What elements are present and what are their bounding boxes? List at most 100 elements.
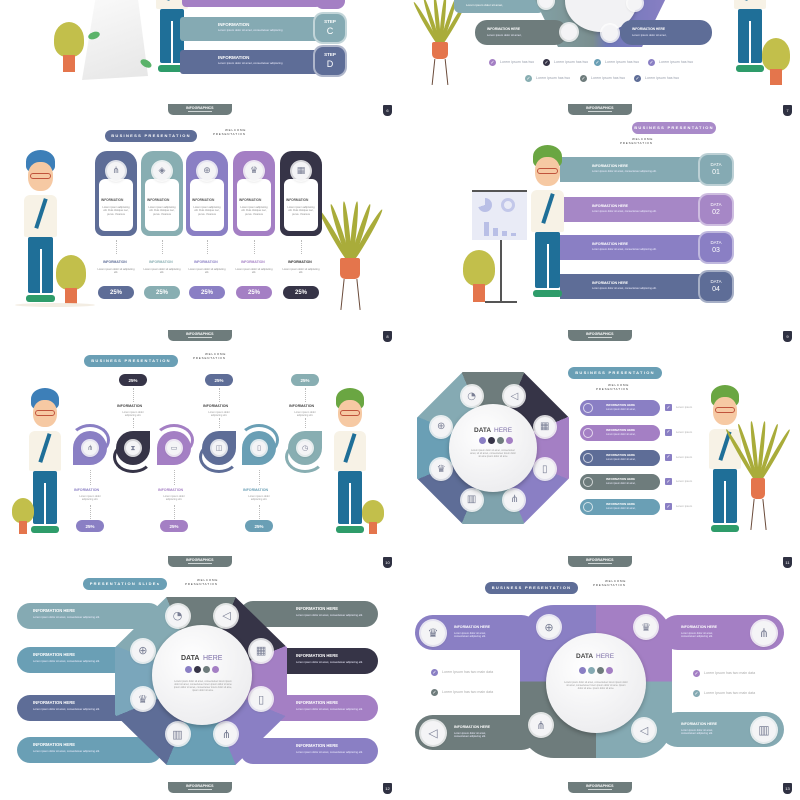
info-card-text: Lorem ipsum adipiscing elit. Duis tristi… bbox=[193, 206, 221, 216]
footer-tab-title: INFOGRAPHICS bbox=[186, 783, 214, 788]
check-label: Lorem ipsum has two bbox=[659, 59, 694, 64]
donut-chart-graphic bbox=[501, 198, 515, 212]
header-pill-label: BUSINESS PRESENTATION bbox=[575, 370, 655, 375]
legend-dot bbox=[606, 667, 613, 674]
plant-stand-leg bbox=[356, 278, 361, 310]
legend-dot bbox=[588, 667, 595, 674]
character-illustration bbox=[25, 388, 64, 536]
header-pill: BUSINESS PRESENTATION bbox=[632, 122, 716, 134]
check-label: Lorem ipsum has two bbox=[536, 75, 571, 80]
checkbox[interactable]: ✓ bbox=[665, 428, 672, 436]
globe-icon: ⊕ bbox=[431, 416, 452, 437]
step-arc bbox=[113, 441, 153, 473]
info-card-title: INFORMATION bbox=[147, 198, 170, 202]
step-text: Lorem ipsum dolor adipiscing elit. bbox=[294, 411, 316, 418]
calendar-icon: ▦ bbox=[534, 416, 555, 437]
bar-chart-icon: ▥ bbox=[166, 723, 189, 746]
connector-line bbox=[174, 505, 175, 519]
check-label: Lorem ipsum has two bbox=[554, 59, 589, 64]
info-label: INFORMATION bbox=[288, 260, 312, 264]
step-badge-b bbox=[315, 0, 345, 9]
legend-dot bbox=[506, 437, 513, 444]
info-bar-label: INFORMATION HERE bbox=[454, 725, 491, 729]
potted-plant-illustration bbox=[316, 195, 384, 310]
checkbox[interactable]: ✓ bbox=[665, 478, 672, 486]
info-bar-label: INFORMATION HERE bbox=[681, 625, 718, 629]
check-icon: ✓ bbox=[648, 59, 655, 66]
percent-pill: 25% bbox=[236, 286, 272, 299]
checkbox-label: Lorem ipsum bbox=[676, 405, 693, 409]
cactus-pot bbox=[65, 287, 77, 305]
step-text: Lorem ipsum dolor adipiscing elit. bbox=[122, 411, 144, 418]
bar-graphic bbox=[484, 222, 489, 236]
info-card-text: Lorem ipsum adipiscing elit. Duis tristi… bbox=[240, 206, 268, 216]
glasses bbox=[339, 409, 360, 416]
check-label: Lorem Ipsum has two main data bbox=[704, 670, 756, 675]
footer-tab: INFOGRAPHICS bbox=[168, 556, 232, 567]
calendar-icon: ▦ bbox=[250, 639, 273, 662]
presentation-text: P R E S E N T A T I O N bbox=[620, 141, 652, 145]
step-text: Lorem ipsum dolor adipiscing elit. bbox=[79, 495, 101, 502]
globe-icon: ⊕ bbox=[198, 162, 216, 180]
connector-line bbox=[301, 240, 302, 254]
tablet-icon: ▯ bbox=[250, 688, 273, 711]
check-label: Lorem Ipsum has two main data bbox=[442, 689, 494, 694]
row-icon bbox=[583, 477, 593, 488]
info-bar-text: Lorem ipsum dolor sit amet, consectetuer… bbox=[218, 28, 283, 32]
data-badge-number: 02 bbox=[712, 209, 720, 217]
check-icon: ✓ bbox=[594, 59, 601, 66]
info-bar-text: Lorem ipsum dolor sit amet, consectetuer… bbox=[296, 661, 363, 664]
floor-shadow bbox=[15, 303, 95, 307]
header-pill: BUSINESS PRESENTATION bbox=[105, 130, 197, 142]
header-pill: PRESENTATION SLIDEs bbox=[83, 578, 167, 590]
potted-plant-illustration bbox=[412, 0, 468, 85]
connector-line bbox=[207, 240, 208, 254]
bar-chart-icon: ▥ bbox=[461, 489, 482, 510]
checkbox-label: Lorem ipsum bbox=[676, 454, 693, 459]
legend-dot bbox=[203, 666, 210, 673]
cactus-body bbox=[12, 498, 34, 524]
pie-chart-icon: ◔ bbox=[166, 604, 189, 627]
info-bar-label: INFORMATION HERE bbox=[681, 722, 718, 726]
box-icon: ◈ bbox=[153, 162, 171, 180]
presentation-text: P R E S E N T A T I O N bbox=[213, 132, 245, 136]
checkbox[interactable]: ✓ bbox=[665, 503, 672, 511]
info-bar-label: INFORMATION HERE bbox=[632, 27, 666, 31]
calculator-icon: ▦ bbox=[292, 162, 310, 180]
trophy-icon: ♛ bbox=[421, 620, 445, 645]
percent-pill: 25% bbox=[291, 374, 319, 386]
page-number-badge: 9 bbox=[783, 331, 792, 342]
percent-pill: 25% bbox=[283, 286, 319, 299]
presentation-text: P R E S E N T A T I O N bbox=[596, 387, 628, 391]
checkbox[interactable]: ✓ bbox=[665, 453, 672, 461]
connector-line bbox=[133, 388, 134, 402]
connector-line bbox=[116, 240, 117, 254]
bar-graphic bbox=[493, 228, 498, 236]
checkbox[interactable]: ✓ bbox=[665, 404, 672, 411]
percent-pill: 25% bbox=[205, 374, 233, 386]
board-base bbox=[485, 301, 517, 303]
legend-dot bbox=[194, 666, 201, 673]
cactus-illustration bbox=[463, 250, 495, 302]
trophy-icon: ♛ bbox=[431, 459, 452, 480]
info-row-text: Lorem ipsum dolor sit amet, bbox=[606, 482, 636, 486]
header-pill-label: BUSINESS PRESENTATION bbox=[111, 133, 191, 138]
